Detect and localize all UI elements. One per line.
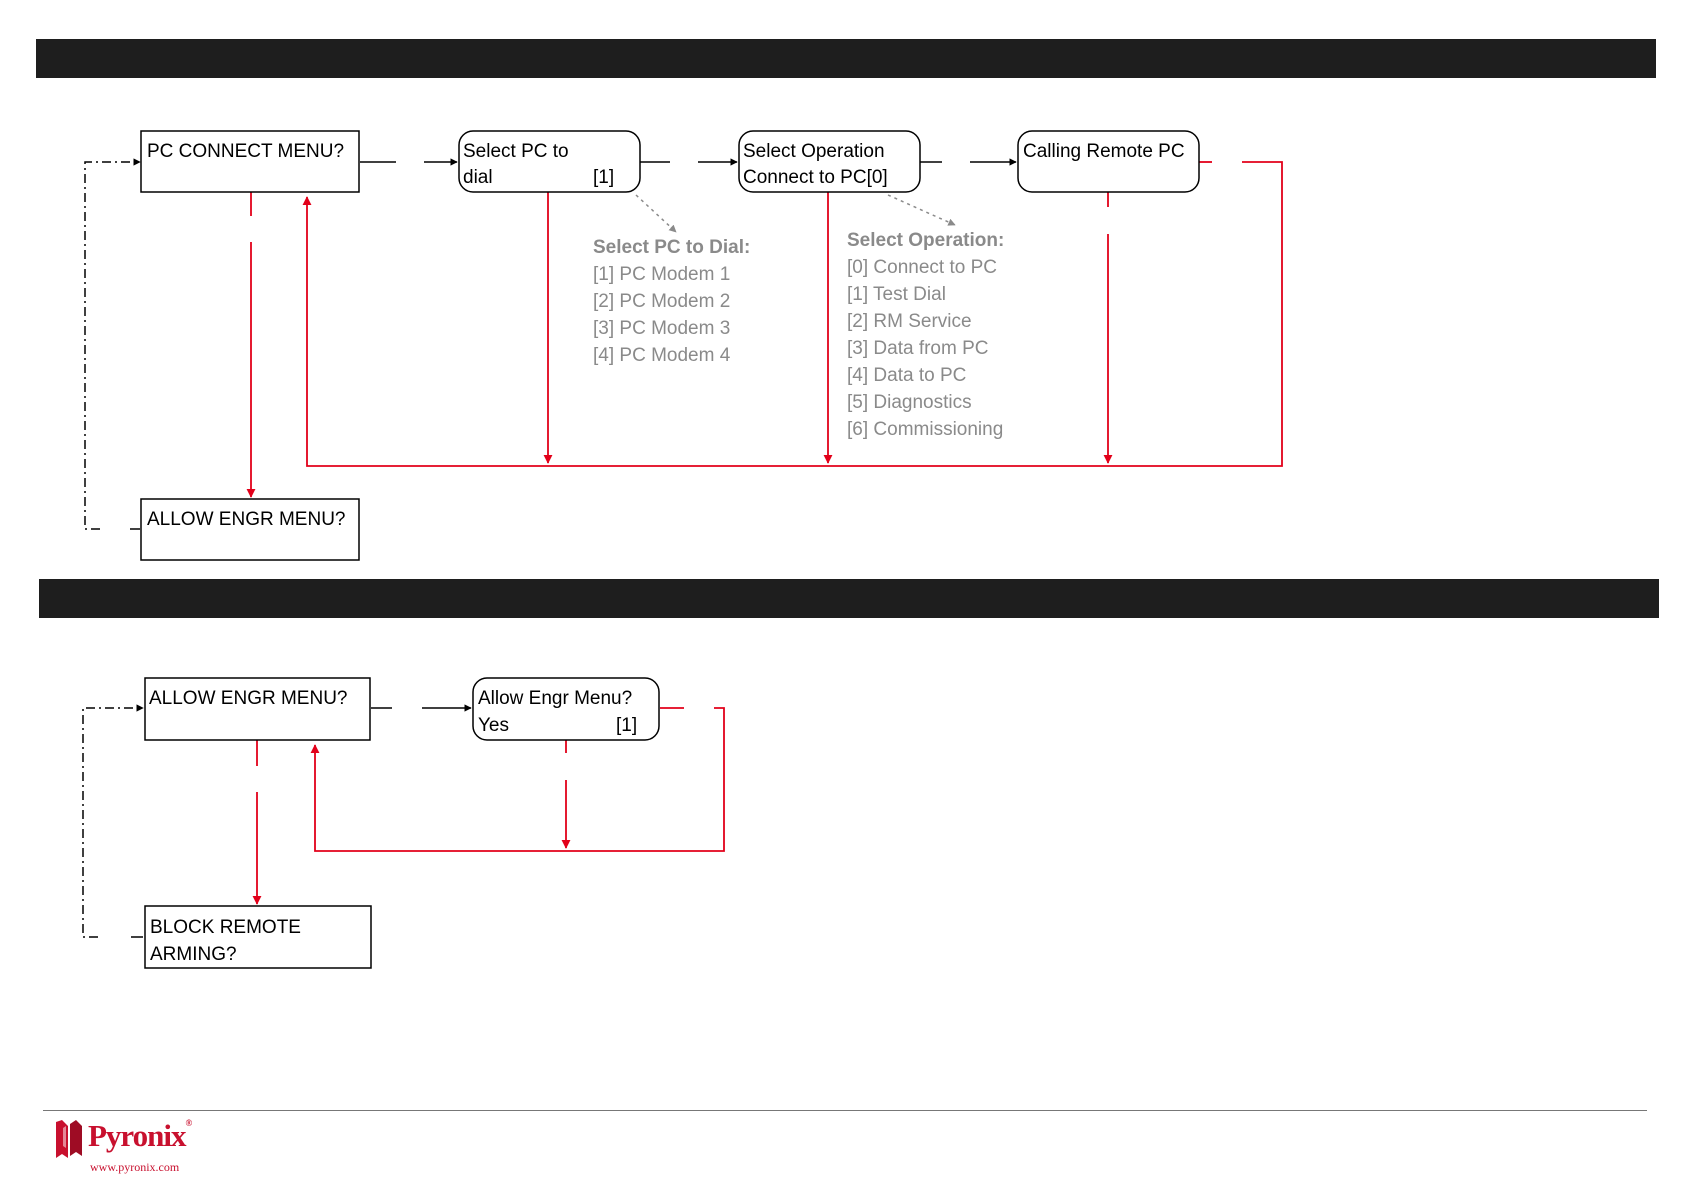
- red-return-loop: [302, 161, 1283, 467]
- select-operation-option: [4] Data to PC: [847, 365, 966, 386]
- red-return-loop-2: [310, 707, 725, 852]
- pyronix-logo: Pyronix® www.pyronix.com: [52, 1116, 202, 1178]
- select-pc-option: [1] PC Modem 1: [593, 264, 730, 285]
- select-operation-option: [6] Commissioning: [847, 419, 1003, 440]
- select-pc-option: [4] PC Modem 4: [593, 345, 731, 366]
- logo-text: Pyronix: [88, 1118, 186, 1153]
- select-operation-option: [5] Diagnostics: [847, 392, 972, 413]
- allow-engr-yes-value: [1]: [616, 715, 637, 736]
- pc-connect-menu-box: PC CONNECT MENU?: [140, 130, 360, 193]
- select-operation-option: [2] RM Service: [847, 311, 972, 332]
- allow-engr-menu-label-2: ALLOW ENGR MENU?: [149, 688, 347, 709]
- select-pc-box: Select PC to dial [1]: [458, 130, 641, 193]
- calling-remote-pc-box: Calling Remote PC: [1017, 130, 1200, 193]
- allow-engr-menu-box-2: ALLOW ENGR MENU?: [144, 677, 371, 741]
- pc-connect-menu-label: PC CONNECT MENU?: [147, 141, 344, 162]
- section1-header-bar: [36, 39, 1656, 78]
- select-pc-value: [1]: [593, 167, 614, 188]
- logo-url: www.pyronix.com: [90, 1160, 180, 1174]
- select-operation-options: Select Operation: [0] Connect to PC [1] …: [847, 230, 1004, 440]
- select-operation-option: [1] Test Dial: [847, 284, 946, 305]
- select-operation-option: [0] Connect to PC: [847, 257, 997, 278]
- select-operation-line2: Connect to PC[0]: [743, 167, 888, 188]
- dotted-pointer-select-operation: [887, 194, 956, 226]
- calling-remote-pc-label: Calling Remote PC: [1023, 141, 1185, 162]
- dotted-pointer-select-pc: [635, 194, 677, 233]
- block-remote-arming-box: BLOCK REMOTE ARMING?: [144, 905, 372, 969]
- section2-header-bar: [39, 579, 1659, 618]
- allow-engr-menu-box-1: ALLOW ENGR MENU?: [140, 498, 360, 561]
- allow-engr-yes-box: Allow Engr Menu? Yes [1]: [472, 677, 660, 741]
- pyronix-flame-icon: [56, 1120, 82, 1158]
- block-remote-arming-line2: ARMING?: [150, 944, 237, 965]
- select-operation-option: [3] Data from PC: [847, 338, 989, 359]
- logo-wordmark: Pyronix®: [88, 1118, 192, 1153]
- select-pc-line2: dial: [463, 167, 493, 188]
- footer-divider: [43, 1110, 1647, 1111]
- select-pc-option: [3] PC Modem 3: [593, 318, 730, 339]
- select-operation-box: Select Operation Connect to PC[0]: [738, 130, 921, 193]
- select-operation-line1: Select Operation: [743, 141, 885, 162]
- select-operation-options-title: Select Operation:: [847, 230, 1004, 251]
- block-remote-arming-line1: BLOCK REMOTE: [150, 917, 301, 938]
- allow-engr-yes-line1: Allow Engr Menu?: [478, 688, 632, 709]
- loop-return-line-2: [82, 704, 144, 938]
- select-pc-option: [2] PC Modem 2: [593, 291, 730, 312]
- loop-return-line-1: [84, 158, 141, 530]
- select-pc-options: Select PC to Dial: [1] PC Modem 1 [2] PC…: [593, 237, 750, 366]
- select-pc-line1: Select PC to: [463, 141, 569, 162]
- select-pc-options-title: Select PC to Dial:: [593, 237, 750, 258]
- allow-engr-menu-label-1: ALLOW ENGR MENU?: [147, 509, 345, 530]
- allow-engr-yes-line2: Yes: [478, 715, 509, 736]
